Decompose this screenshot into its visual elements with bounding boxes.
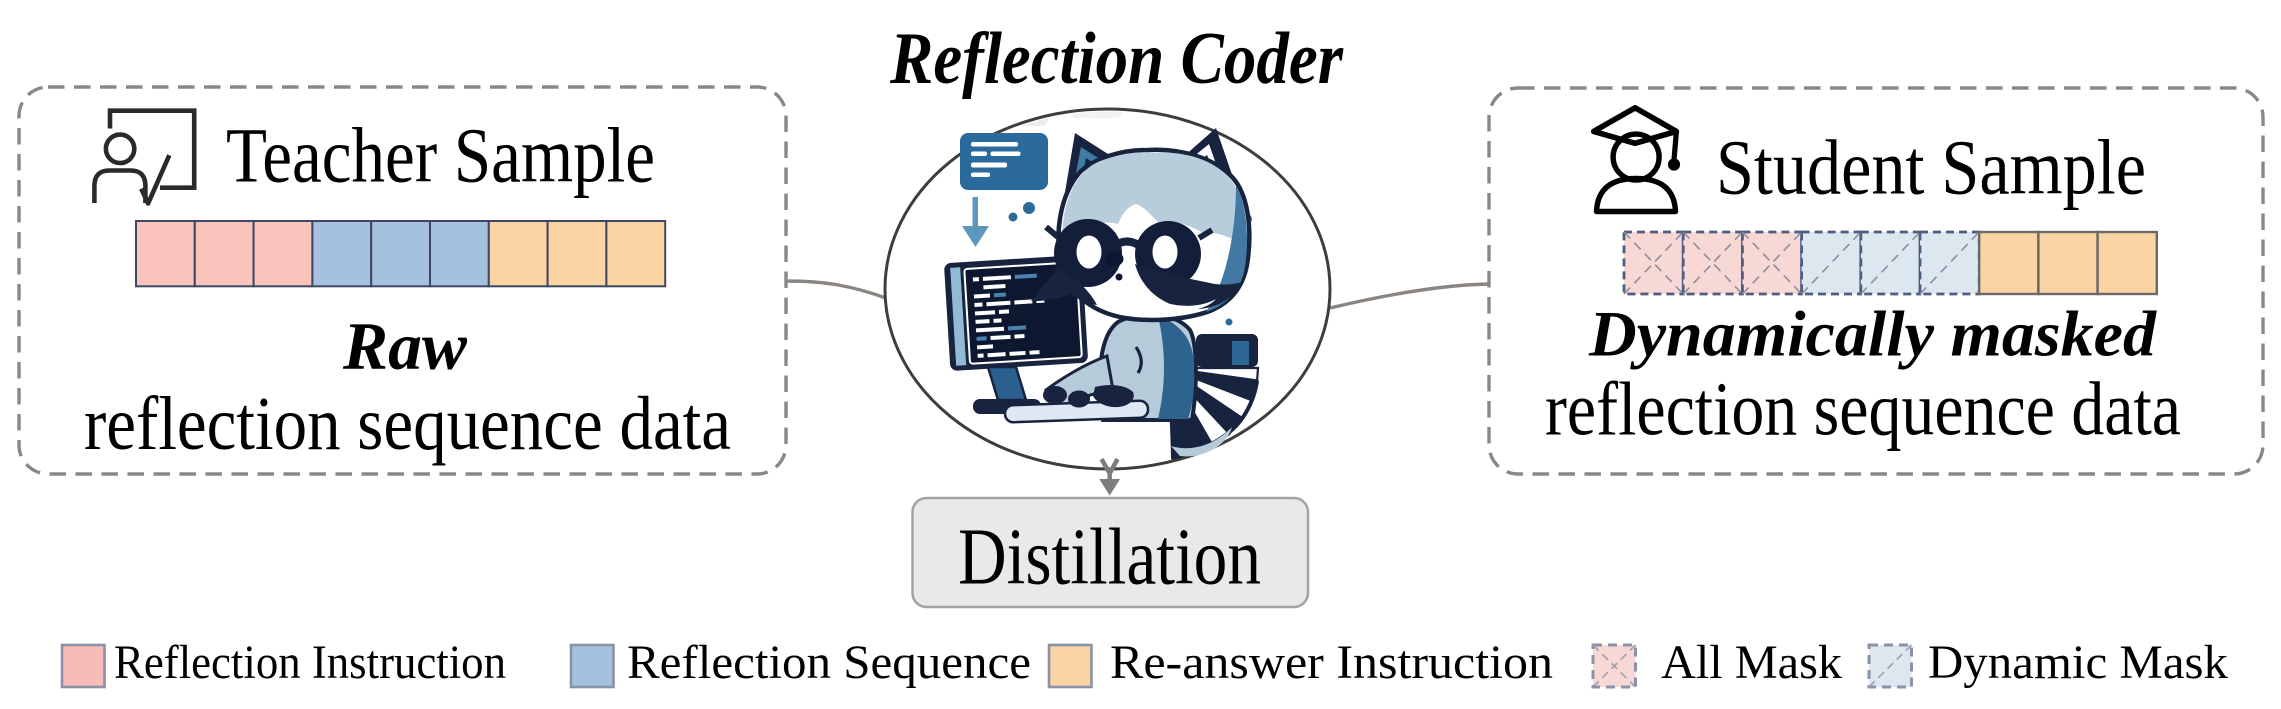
svg-text:Distillation: Distillation [958, 512, 1261, 602]
svg-text:Reflection Sequence: Reflection Sequence [627, 636, 1031, 689]
svg-text:Raw: Raw [342, 308, 468, 384]
svg-text:Teacher Sample: Teacher Sample [226, 112, 655, 199]
svg-text:Dynamically masked: Dynamically masked [1588, 299, 2158, 371]
svg-text:Dynamic Mask: Dynamic Mask [1928, 636, 2228, 689]
svg-text:All Mask: All Mask [1661, 636, 1842, 689]
svg-text:reflection sequence data: reflection sequence data [1545, 368, 2181, 452]
svg-text:reflection sequence data: reflection sequence data [84, 382, 731, 466]
svg-text:Re-answer Instruction: Re-answer Instruction [1110, 636, 1553, 689]
svg-text:Reflection Instruction: Reflection Instruction [114, 636, 506, 689]
svg-text:Reflection Coder: Reflection Coder [889, 18, 1344, 100]
svg-text:Student Sample: Student Sample [1716, 124, 2146, 211]
